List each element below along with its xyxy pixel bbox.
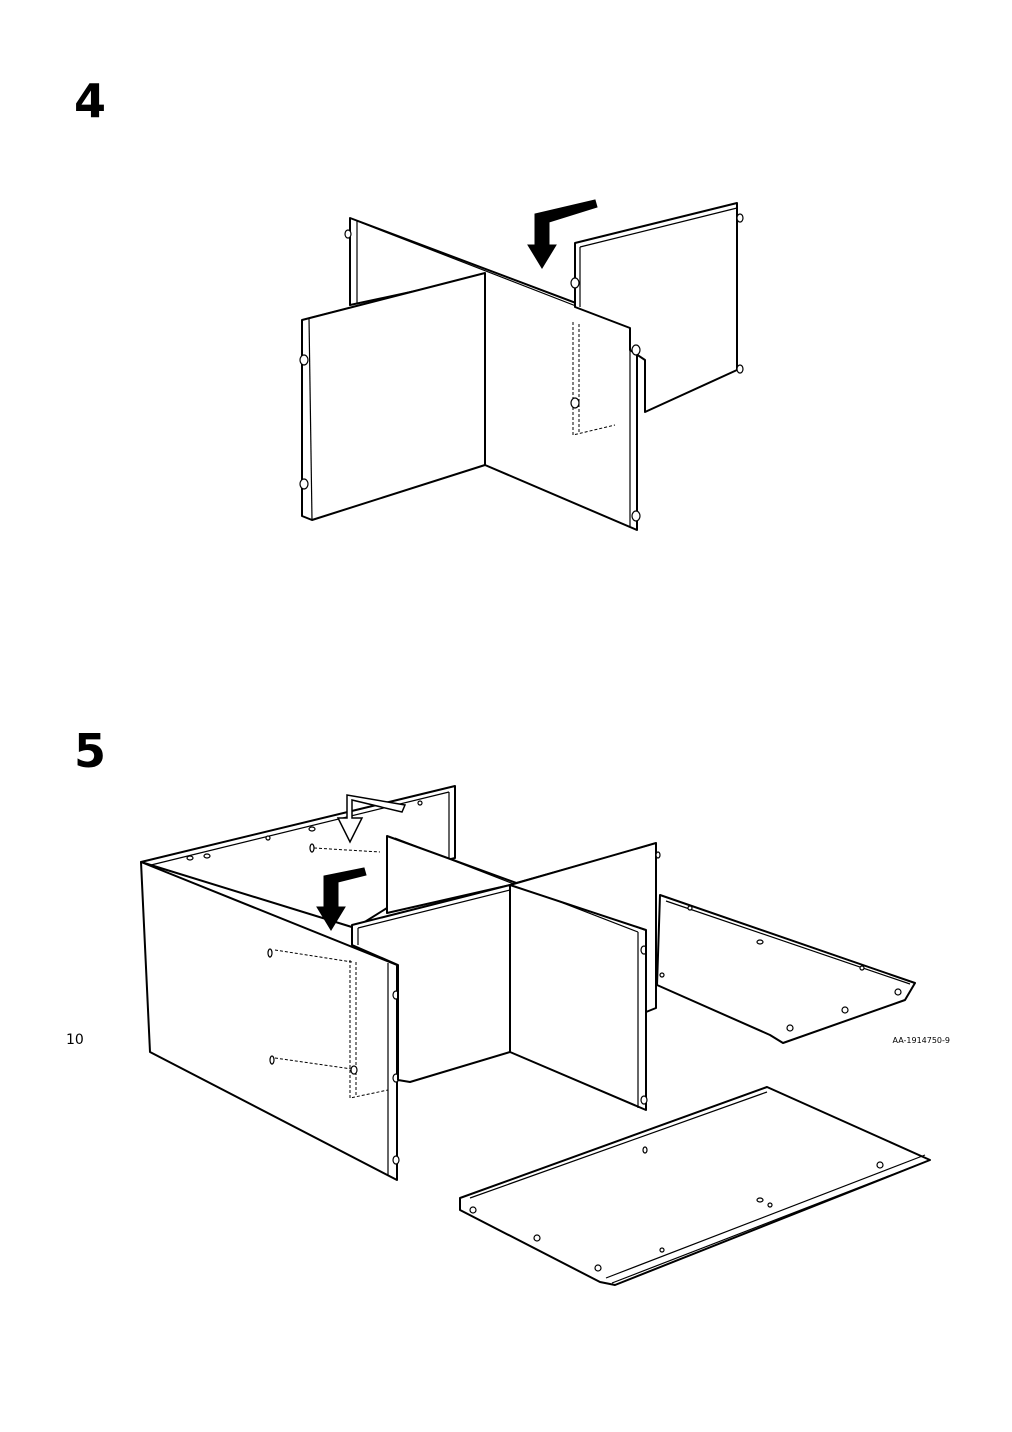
- slot-guide: [572, 322, 616, 436]
- short-divider-panel: [351, 884, 511, 1083]
- document-code: AA-1914750-9: [892, 1036, 950, 1045]
- loose-divider-panel: [574, 202, 738, 413]
- insert-arrow-outline-icon: [309, 794, 407, 853]
- step-number: 5: [74, 724, 107, 778]
- dowels: [299, 213, 744, 522]
- insert-arrow-icon: [316, 867, 367, 931]
- bottom-panel: [459, 1086, 931, 1286]
- step-number: 4: [74, 74, 107, 128]
- page-number: 10: [66, 1032, 84, 1048]
- step-4-illustration: [299, 199, 744, 531]
- cross-divider-panel: [509, 842, 661, 1013]
- top-panel: [656, 894, 916, 1044]
- insert-arrow-icon: [527, 199, 598, 269]
